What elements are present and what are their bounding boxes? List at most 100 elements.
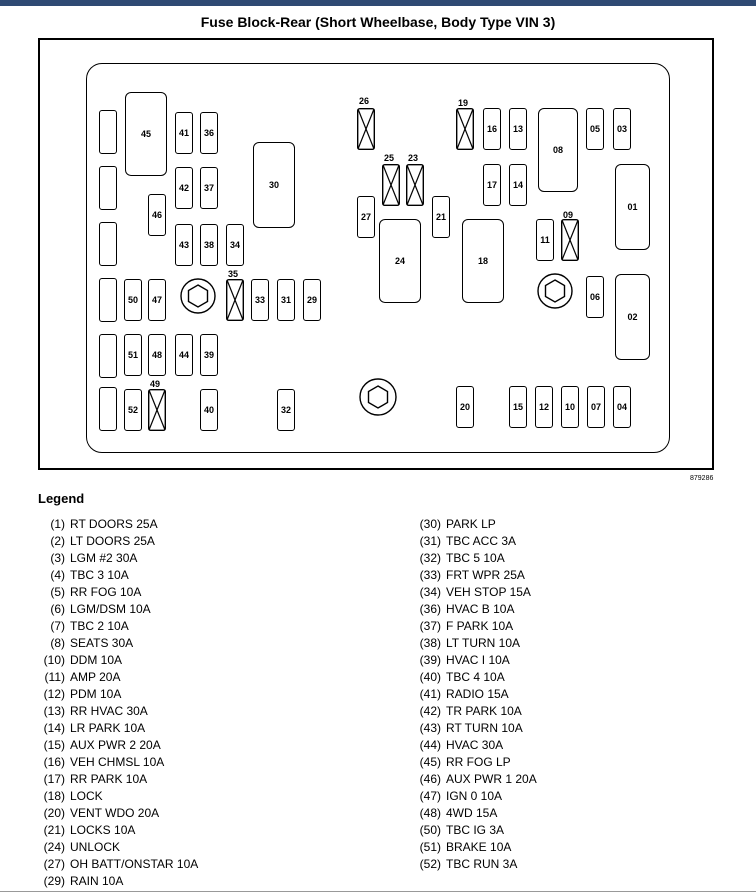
legend-item: (1)RT DOORS 25A (14, 516, 198, 533)
legend-item: (2)LT DOORS 25A (14, 533, 198, 550)
legend-label: LT DOORS 25A (70, 534, 155, 548)
legend-label: TBC 5 10A (446, 551, 505, 565)
legend-item: (13) RR HVAC 30A (14, 703, 198, 720)
legend-label: TBC IG 3A (446, 823, 505, 837)
mounting-bolt-icon (537, 273, 573, 309)
fuse-37: 37 (200, 167, 218, 209)
legend-item: (17) RR PARK 10A (14, 771, 198, 788)
legend-label: RAIN 10A (70, 874, 124, 888)
legend-item: (34)VEH STOP 15A (390, 584, 537, 601)
legend-item: (36)HVAC B 10A (390, 601, 537, 618)
legend-number: (10) (43, 653, 65, 667)
legend-label: RR FOG 10A (70, 585, 142, 599)
legend-label: 4WD 15A (446, 806, 498, 820)
crossed-fuse-19 (456, 108, 474, 150)
legend-label: LOCKS 10A (70, 823, 136, 837)
fuse-label-35: 35 (228, 269, 239, 279)
fuse-02: 02 (615, 274, 650, 360)
fuse-31: 31 (277, 279, 295, 321)
legend-number: (44) (419, 738, 441, 752)
legend-label: LT TURN 10A (446, 636, 521, 650)
legend-item: (16) VEH CHMSL 10A (14, 754, 198, 771)
legend-label: RT TURN 10A (446, 721, 523, 735)
legend-label: BRAKE 10A (446, 840, 512, 854)
fuse-14: 14 (509, 164, 527, 206)
fuse-33: 33 (251, 279, 269, 321)
legend-number: (11) (44, 670, 65, 684)
legend-item: (5)RR FOG 10A (14, 584, 198, 601)
legend-number: (8) (50, 636, 65, 650)
fuse-12: 12 (535, 386, 553, 428)
fuse-30: 30 (253, 142, 295, 228)
blank-slot (99, 278, 117, 322)
fuse-40: 40 (200, 389, 218, 431)
legend-item: (32)TBC 5 10A (390, 550, 537, 567)
legend-item: (38) LT TURN 10A (390, 635, 537, 652)
legend-label: LGM #2 30A (70, 551, 138, 565)
fuse-label-49: 49 (150, 379, 161, 389)
fuse-label-19: 19 (458, 98, 469, 108)
mounting-bolt-icon (359, 378, 397, 416)
legend-label: VEH CHMSL 10A (70, 755, 165, 769)
legend-number: (31) (419, 534, 441, 548)
fuse-15: 15 (509, 386, 527, 428)
legend-number: (13) (43, 704, 65, 718)
legend-label: TR PARK 10A (446, 704, 522, 718)
legend-item: (18)LOCK (14, 788, 198, 805)
legend-label: SEATS 30A (70, 636, 134, 650)
legend-number: (42) (419, 704, 441, 718)
fuse-38: 38 (200, 224, 218, 266)
legend-label: RR PARK 10A (70, 772, 148, 786)
fuse-44: 44 (175, 334, 193, 376)
legend-item: (44) HVAC 30A (390, 737, 537, 754)
legend-item: (24)UNLOCK (14, 839, 198, 856)
blank-slot (99, 387, 117, 431)
fuse-01: 01 (615, 164, 650, 250)
blank-slot (99, 166, 117, 210)
fuse-label-25: 25 (384, 153, 395, 163)
blank-slot (99, 334, 117, 378)
legend-item: (21)LOCKS 10A (14, 822, 198, 839)
legend-number: (17) (43, 772, 65, 786)
fuse-50: 50 (124, 279, 142, 321)
legend-item: (51) BRAKE 10A (390, 839, 537, 856)
fuse-41: 41 (175, 112, 193, 154)
legend-number: (12) (43, 687, 65, 701)
legend-right-column: (30)PARK LP (31)TBC ACC 3A (32)TBC 5 10A… (390, 516, 537, 873)
fuse-32: 32 (277, 389, 295, 431)
legend-item: (42) TR PARK 10A (390, 703, 537, 720)
crossed-fuse-25 (382, 164, 400, 206)
legend-item: (41)RADIO 15A (390, 686, 537, 703)
blank-slot (99, 222, 117, 266)
legend-number: (6) (50, 602, 65, 616)
legend-label: AUX PWR 2 20A (70, 738, 161, 752)
figure-reference-code: 879286 (690, 475, 714, 482)
legend-label: TBC 4 10A (446, 670, 505, 684)
legend-label: RR HVAC 30A (70, 704, 148, 718)
fuse-43: 43 (175, 224, 193, 266)
legend-number: (4) (50, 568, 65, 582)
fuse-46: 46 (148, 194, 166, 236)
fuse-label-09: 09 (563, 210, 574, 220)
fuse-20: 20 (456, 386, 474, 428)
legend-item: (45)RR FOG LP (390, 754, 537, 771)
fuse-27: 27 (357, 196, 375, 238)
legend-label: LOCK (70, 789, 103, 803)
legend-item: (11)AMP 20A (14, 669, 198, 686)
legend-number: (16) (43, 755, 65, 769)
legend-label: VENT WDO 20A (70, 806, 160, 820)
fuse-36: 36 (200, 112, 218, 154)
legend-number: (41) (419, 687, 441, 701)
fuse-48: 48 (148, 334, 166, 376)
fuse-05: 05 (586, 108, 604, 150)
crossed-fuse-26 (357, 108, 375, 150)
legend-item: (50)TBC IG 3A (390, 822, 537, 839)
legend-number: (46) (419, 772, 441, 786)
legend-number: (33) (419, 568, 441, 582)
legend-label: DDM 10A (70, 653, 123, 667)
legend-number: (38) (419, 636, 441, 650)
fuse-07: 07 (587, 386, 605, 428)
legend-number: (51) (419, 840, 441, 854)
legend-label: HVAC 30A (446, 738, 504, 752)
fuse-47: 47 (148, 279, 166, 321)
